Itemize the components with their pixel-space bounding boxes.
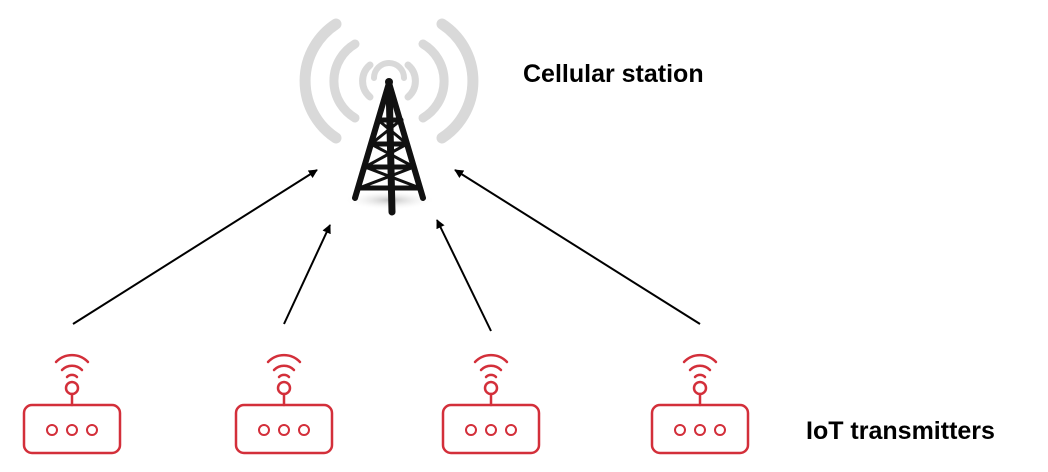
- wifi-router-icon: [234, 353, 334, 455]
- signal-waves: [299, 18, 479, 144]
- cell-tower-icon: [299, 18, 479, 216]
- arrows: [72, 169, 701, 332]
- station-label: Cellular station: [523, 60, 704, 88]
- transmitter-4: [650, 353, 750, 455]
- wifi-router-icon: [22, 353, 122, 455]
- transmitters: [22, 353, 750, 455]
- transmitter-1: [22, 353, 122, 455]
- arrow-2: [283, 224, 331, 325]
- wifi-router-icon: [441, 353, 541, 455]
- wifi-router-icon: [650, 353, 750, 455]
- transmitter-2: [234, 353, 334, 455]
- transmitter-3: [441, 353, 541, 455]
- arrow-1: [72, 169, 318, 325]
- arrow-4: [454, 169, 701, 325]
- arrow-3: [436, 219, 492, 332]
- transmitters-label: IoT transmitters: [806, 417, 995, 445]
